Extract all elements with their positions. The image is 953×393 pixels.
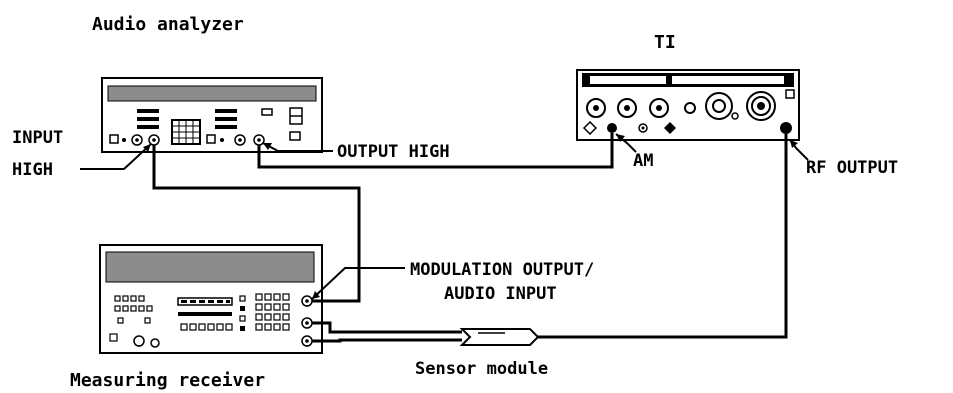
ti-am-jack [607, 123, 617, 133]
cable-sensor-2 [312, 338, 462, 343]
measuring-receiver-keys-mid [177, 295, 246, 331]
measuring-receiver-keys-right [255, 293, 290, 331]
arrow-am [616, 134, 625, 142]
cable-sensor-1 [312, 321, 462, 334]
modulation-output-label-line2: AUDIO INPUT [444, 284, 557, 304]
sensor-module-label: Sensor module [415, 359, 548, 379]
input-high-label-line2: HIGH [12, 160, 53, 180]
arrow-rf-output [790, 140, 798, 148]
arrow-output-high [263, 143, 272, 150]
audio-analyzer: Audio analyzer [92, 14, 323, 153]
ti-device: TI [576, 32, 800, 141]
ti-connector-1 [586, 98, 606, 118]
ti-knob [705, 92, 733, 120]
audio-analyzer-power-switch [109, 134, 119, 144]
cable-input-high-to-modulation-output [152, 145, 361, 303]
audio-analyzer-switch [261, 108, 273, 116]
audio-analyzer-keypad-mid [215, 109, 237, 129]
audio-analyzer-display [107, 85, 317, 102]
arrow-input-high [143, 144, 151, 152]
output-high-label: OUTPUT HIGH [337, 142, 450, 162]
arrow-modulation-output [312, 291, 320, 299]
sensor-module-body [459, 328, 540, 346]
measuring-receiver-keys-left [109, 295, 153, 342]
arrow-heads [143, 134, 798, 299]
input-high-label-line1: INPUT [12, 128, 63, 148]
audio-analyzer-jack [131, 134, 143, 146]
measuring-receiver-title: Measuring receiver [70, 370, 265, 391]
measuring-receiver: Measuring receiver [70, 244, 323, 391]
audio-analyzer-title: Audio analyzer [92, 14, 244, 35]
cable-sensor-to-rf-output [538, 134, 788, 339]
audio-analyzer-keypad-left [137, 109, 159, 129]
cables [152, 133, 788, 343]
measuring-receiver-display [105, 251, 315, 283]
ti-rf-output-jack [780, 122, 792, 134]
modulation-output-label-line1: MODULATION OUTPUT/ [410, 260, 594, 280]
ti-title: TI [654, 32, 676, 53]
sensor-module: Sensor module [415, 328, 548, 379]
ti-rf-connector-ring [746, 91, 776, 121]
cable-output-high-to-am [257, 133, 614, 169]
rf-output-label: RF OUTPUT [806, 158, 898, 178]
am-label: AM [633, 151, 653, 171]
